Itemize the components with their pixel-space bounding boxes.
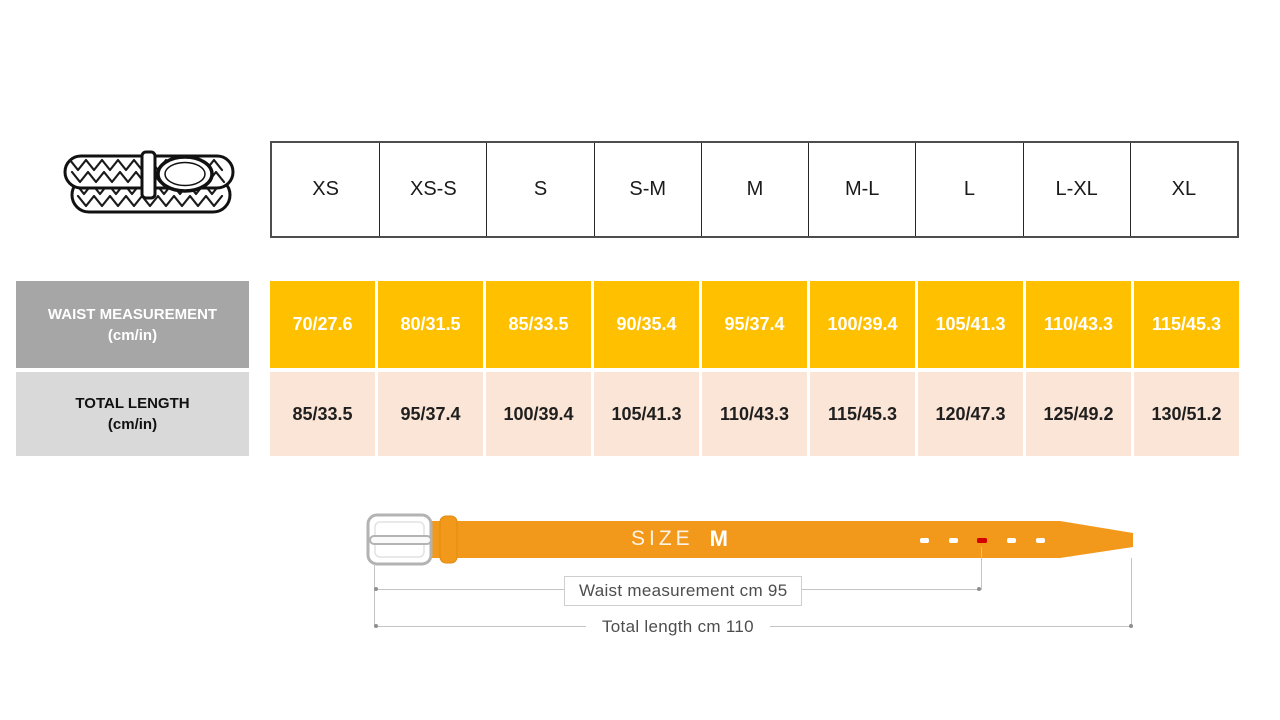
dimension-dot (977, 587, 981, 591)
waist-cell: 85/33.5 (486, 281, 591, 368)
length-cell: 125/49.2 (1026, 372, 1131, 456)
belt-diagram (366, 513, 1133, 566)
waist-cell: 95/37.4 (702, 281, 807, 368)
belt-strap (427, 521, 1133, 558)
tip-drop-line (1131, 558, 1132, 627)
size-col-header: S (486, 143, 593, 236)
size-col-header: M-L (808, 143, 915, 236)
size-header-row: XS XS-S S S-M M M-L L L-XL XL (270, 141, 1239, 238)
belt-size-label: SIZE M (562, 520, 797, 558)
length-row-header: TOTAL LENGTH (cm/in) (16, 372, 249, 456)
waist-row-label: WAIST MEASUREMENT (47, 305, 218, 323)
size-col-header: XL (1129, 143, 1237, 236)
waist-cell: 105/41.3 (918, 281, 1023, 368)
length-cell: 130/51.2 (1134, 372, 1239, 456)
waist-cell: 110/43.3 (1026, 281, 1131, 368)
belt-hole (1036, 538, 1045, 543)
size-word: SIZE (630, 527, 694, 550)
dimension-dot (1129, 624, 1133, 628)
waist-cell: 90/35.4 (594, 281, 699, 368)
length-row-label: TOTAL LENGTH (75, 395, 190, 412)
length-cell: 105/41.3 (594, 372, 699, 456)
length-cell: 115/45.3 (810, 372, 915, 456)
waist-values-row: 70/27.6 80/31.5 85/33.5 90/35.4 95/37.4 … (270, 281, 1239, 368)
size-col-header: XS (312, 178, 339, 200)
length-cell: 85/33.5 (270, 372, 375, 456)
length-annotation: Total length cm 110 (586, 615, 770, 639)
size-col-header: S-M (593, 143, 701, 236)
belt-hole-highlighted (977, 538, 987, 543)
belt-hole (1007, 538, 1016, 543)
belt-buckle-prong (369, 535, 432, 545)
waist-cell: 100/39.4 (810, 281, 915, 368)
dimension-dot (374, 587, 378, 591)
size-value: M (709, 526, 728, 551)
braided-belt-icon (63, 150, 235, 214)
dimension-dot (374, 624, 378, 628)
waist-row-unit: (cm/in) (107, 326, 158, 344)
length-values-row: 85/33.5 95/37.4 100/39.4 105/41.3 110/43… (270, 372, 1239, 456)
length-cell: 95/37.4 (378, 372, 483, 456)
waist-annotation: Waist measurement cm 95 (564, 576, 803, 606)
waist-row-header: WAIST MEASUREMENT (cm/in) (16, 281, 249, 368)
size-col-header: XS-S (379, 143, 486, 236)
length-cell: 120/47.3 (918, 372, 1023, 456)
belt-hole (949, 538, 958, 543)
size-col-header: M (700, 143, 808, 236)
waist-cell: 80/31.5 (378, 281, 483, 368)
belt-hole (920, 538, 929, 543)
belt-keeper (439, 515, 458, 564)
length-cell: 100/39.4 (486, 372, 591, 456)
length-cell: 110/43.3 (702, 372, 807, 456)
length-row-unit: (cm/in) (107, 416, 158, 433)
size-col-header: L (915, 143, 1022, 236)
waist-cell: 115/45.3 (1134, 281, 1239, 368)
size-col-header: L-XL (1022, 143, 1130, 236)
buckle-drop-line (374, 564, 375, 627)
waist-cell: 70/27.6 (270, 281, 375, 368)
hole-drop-line (981, 547, 982, 590)
